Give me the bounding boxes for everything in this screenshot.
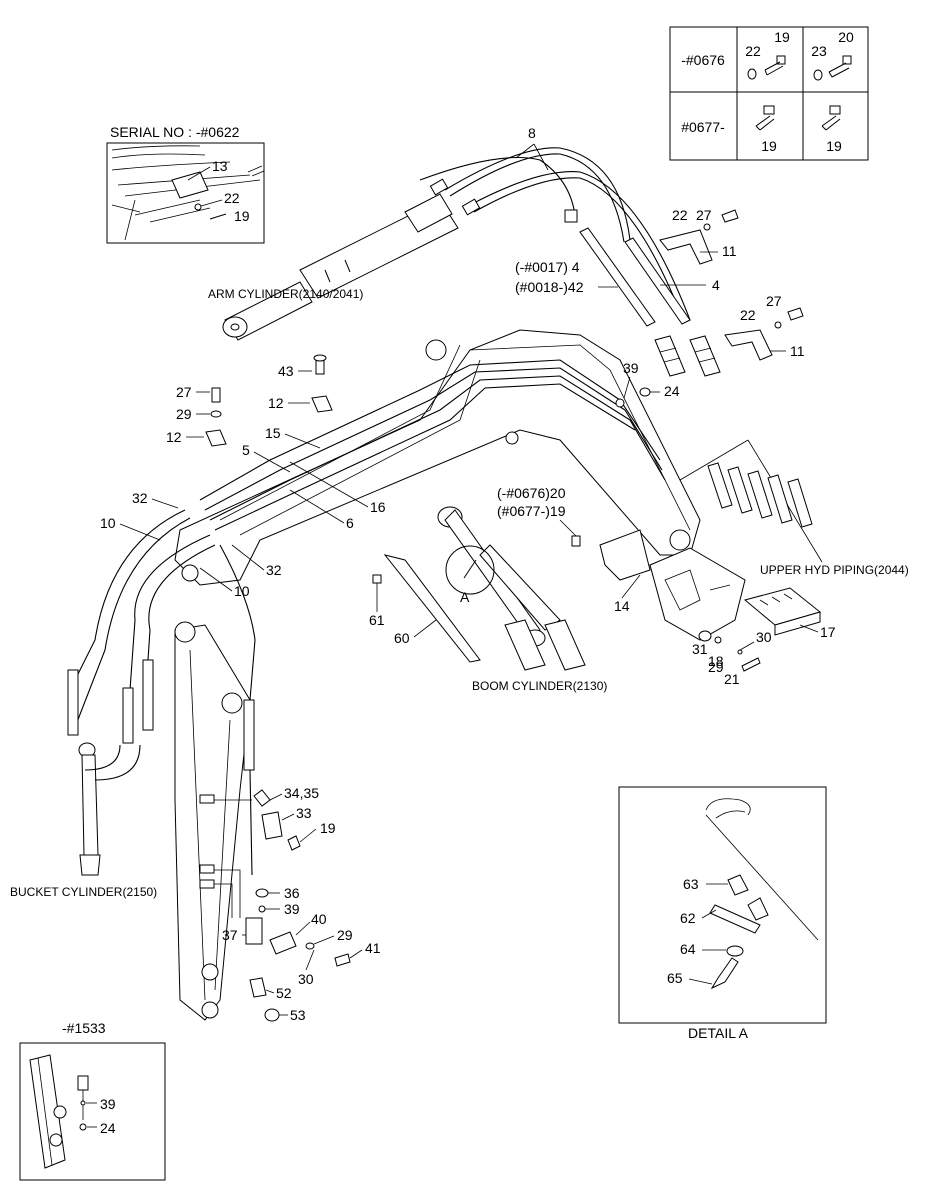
table-label: 23 [811, 43, 827, 59]
table-label: 19 [826, 138, 842, 154]
inset-serial-box: SERIAL NO : -#0622 13 22 19 [106, 124, 265, 244]
callout-30a: 30 [756, 629, 772, 645]
callout-16: 16 [370, 499, 386, 515]
boom [174, 329, 701, 586]
table-label: 19 [774, 29, 790, 45]
detail-a-title: DETAIL A [688, 1025, 749, 1041]
pipe-4-42: (-#0017) 4 (#0018-)42 4 [515, 227, 721, 377]
callout-20-serial: (-#0676)20 [497, 485, 566, 501]
serial-table: -#0676 #0677- 22 19 23 20 19 19 [669, 26, 869, 161]
inset-title: SERIAL NO : -#0622 [110, 124, 240, 140]
callout-61: 61 [369, 612, 385, 628]
callout-43: 43 [278, 363, 294, 379]
bucket-cylinder-caption: BUCKET CYLINDER(2150) [10, 885, 157, 899]
callout-5: 5 [242, 442, 250, 458]
arm-cylinder-caption: ARM CYLINDER(2140/2041) [208, 287, 363, 301]
washer-icon [813, 69, 823, 81]
callout-21: 21 [724, 671, 740, 687]
callout-4: 4 [712, 277, 720, 293]
callout-34-35: 34,35 [284, 785, 319, 801]
bucket-cylinder: BUCKET CYLINDER(2150) [10, 742, 157, 899]
callout-10a: 10 [100, 515, 116, 531]
callout-33: 33 [296, 805, 312, 821]
valve-block-area: (-#0676)20 (#0677-)19 14 17 31 18 30 29 … [497, 485, 836, 687]
callout-6: 6 [346, 515, 354, 531]
arm [174, 621, 251, 1021]
callout-15: 15 [265, 425, 281, 441]
callout-31: 31 [692, 641, 708, 657]
callout-29c: 29 [337, 927, 353, 943]
callout-29b: 29 [708, 659, 724, 675]
clamp-11-upper: 27 22 11 [659, 207, 739, 265]
boom-cylinder-caption: BOOM CYLINDER(2130) [472, 679, 607, 693]
callout-19b: 19 [320, 820, 336, 836]
bolt-icon [821, 105, 841, 131]
callout-39b: 39 [284, 901, 300, 917]
table-serial-1: -#0676 [681, 52, 725, 68]
callout-42: (#0018-)42 [515, 279, 584, 295]
callout-12b: 12 [166, 429, 182, 445]
callout-41: 41 [365, 940, 381, 956]
callout-39a: 39 [623, 360, 639, 376]
upper-piping: UPPER HYD PIPING(2044) [679, 439, 909, 577]
bolt-icon [764, 55, 786, 76]
inset-1533-label: 24 [100, 1120, 116, 1136]
callout-17: 17 [820, 624, 836, 640]
boom-cylinder: A BOOM CYLINDER(2130) [437, 506, 607, 693]
callout-30b: 30 [298, 971, 314, 987]
inset-1533: -#1533 39 24 [19, 1020, 166, 1181]
callout-27a: 27 [696, 207, 712, 223]
bolt-icon [828, 55, 852, 78]
callout-14: 14 [614, 598, 630, 614]
callout-27c: 27 [176, 384, 192, 400]
detail-a-label: 62 [680, 910, 696, 926]
callout-60: 60 [394, 630, 410, 646]
callout-19-serial: (#0677-)19 [497, 503, 566, 519]
table-serial-2: #0677- [681, 119, 725, 135]
table-label: 22 [745, 43, 761, 59]
detail-marker: A [460, 589, 470, 605]
callout-29a: 29 [176, 406, 192, 422]
arm-hoses [67, 509, 256, 876]
detail-a: 63 62 64 65 DETAIL A [618, 786, 827, 1041]
boom-lines [199, 359, 666, 531]
washer-icon [747, 68, 757, 80]
detail-a-label: 65 [667, 970, 683, 986]
callout-32a: 32 [132, 490, 148, 506]
inset-label: 19 [234, 208, 250, 224]
callout-40: 40 [311, 911, 327, 927]
arm-cylinder: ARM CYLINDER(2140/2041) [208, 193, 459, 341]
cover-60-61: 61 60 [369, 554, 481, 663]
boom-callouts: 43 27 29 12 12 15 5 16 6 32 10 32 10 39 [100, 354, 680, 599]
upper-piping-caption: UPPER HYD PIPING(2044) [760, 563, 909, 577]
detail-a-label: 63 [683, 876, 699, 892]
hoses-8: 8 [419, 125, 691, 323]
table-label: 20 [838, 29, 854, 45]
callout-53: 53 [290, 1007, 306, 1023]
callout-52: 52 [276, 985, 292, 1001]
callout-24a: 24 [664, 383, 680, 399]
callout-11b: 11 [790, 343, 805, 359]
callout-4-early: (-#0017) 4 [515, 259, 580, 275]
callout-12a: 12 [268, 395, 284, 411]
clamp-11-lower: 27 22 11 [724, 293, 805, 361]
detail-a-label: 64 [680, 941, 696, 957]
callout-18: 18 [708, 653, 724, 669]
callout-36: 36 [284, 885, 300, 901]
callout-27b: 27 [766, 293, 782, 309]
inset-1533-label: 39 [100, 1096, 116, 1112]
callout-8: 8 [528, 125, 536, 141]
inset-label: 22 [224, 190, 240, 206]
inset-label: 13 [212, 158, 228, 174]
inset-1533-title: -#1533 [62, 1020, 106, 1036]
callout-22a: 22 [672, 207, 688, 223]
callout-32b: 32 [266, 562, 282, 578]
callout-22b: 22 [740, 307, 756, 323]
arm-callouts: 34,35 33 19 36 39 40 37 29 41 30 52 53 [199, 785, 381, 1023]
table-label: 19 [761, 138, 777, 154]
callout-37: 37 [222, 927, 238, 943]
bolt-icon [755, 105, 775, 131]
callout-11a: 11 [722, 243, 737, 259]
